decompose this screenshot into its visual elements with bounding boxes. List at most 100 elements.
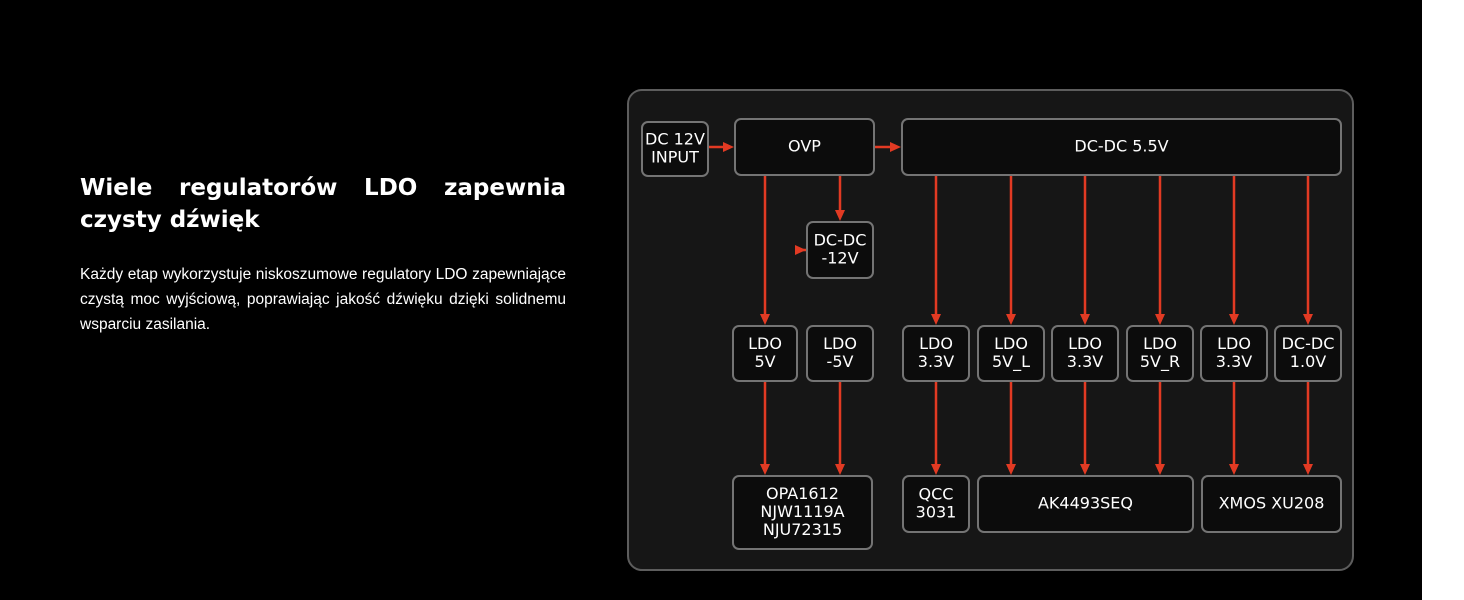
arrow-ovp-to-ldo-5v [760, 175, 770, 325]
arrowhead [1155, 464, 1165, 475]
node-box [641, 121, 709, 177]
node-label: NJW1119A [760, 502, 844, 521]
arrowhead [1303, 314, 1313, 325]
arrow-dcdc-5v5-to-ldo-3v3-c [1229, 175, 1239, 325]
node-label: 3.3V [1067, 352, 1103, 371]
arrow-ldo-3v3-a-to-qcc3031 [931, 381, 941, 475]
node-box [806, 221, 874, 279]
node-label: DC-DC [814, 231, 867, 250]
node-box [902, 325, 970, 382]
arrow-ldo-5v-to-opamps [760, 381, 770, 475]
arrow-dcdc-5v5-to-ldo-3v3-b [1080, 175, 1090, 325]
arrowhead [890, 142, 901, 152]
node-label: 5V_L [992, 352, 1030, 372]
node-label: INPUT [651, 148, 699, 167]
arrow-ldo-3v3-c-to-xmos-xu208 [1229, 381, 1239, 475]
node-box [1201, 475, 1342, 533]
node-box [1200, 325, 1268, 382]
node-label: DC 12V [645, 130, 705, 149]
arrowhead [931, 464, 941, 475]
node-label: LDO [1068, 334, 1102, 353]
node-label: QCC [919, 485, 954, 504]
node-label: OVP [788, 137, 821, 156]
arrow-dcdc-5v5-to-ldo-5v-r [1155, 175, 1165, 325]
arrow-ldo-neg5v-to-opamps [835, 381, 845, 475]
arrow-ovp-to-dcdc-neg12v [835, 175, 845, 221]
arrowhead [1155, 314, 1165, 325]
node-box [806, 325, 874, 382]
arrowhead [835, 464, 845, 475]
arrow-ldo-3v3-b-to-ak4493seq [1080, 381, 1090, 475]
node-label: DC-DC [1282, 334, 1335, 353]
arrow-dc-input-to-ovp [708, 142, 734, 152]
node-dcdc-1v0: DC-DC1.0V [1274, 325, 1342, 382]
node-ovp: OVP [734, 118, 875, 176]
arrowhead [1229, 464, 1239, 475]
arrowhead [1080, 464, 1090, 475]
node-label: -12V [821, 249, 858, 268]
node-label: OPA1612 [766, 484, 839, 503]
node-label: LDO [823, 334, 857, 353]
node-box [977, 325, 1045, 382]
page-background: Wiele regulatorów LDO zapewnia czysty dź… [0, 0, 1422, 600]
node-box [732, 475, 873, 550]
arrowhead [760, 314, 770, 325]
arrow-dcdc-1v0-to-xmos-xu208 [1303, 381, 1313, 475]
node-box [977, 475, 1194, 533]
section-heading: Wiele regulatorów LDO zapewnia czysty dź… [80, 175, 566, 233]
node-ldo-neg5v: LDO-5V [806, 325, 874, 382]
arrow-ldo-5v-r-to-ak4493seq [1155, 381, 1165, 475]
node-dcdc-5v5: DC-DC 5.5V [901, 118, 1342, 176]
arrowhead [760, 464, 770, 475]
node-label: 5V_R [1140, 352, 1180, 372]
arrowhead [1229, 314, 1239, 325]
node-box [902, 475, 970, 533]
node-box [1051, 325, 1119, 382]
node-label: NJU72315 [763, 520, 842, 539]
arrow-ovp-to-dcdc-5v5 [874, 142, 901, 152]
section-description: Każdy etap wykorzystuje niskoszumowe reg… [80, 266, 566, 333]
node-label: AK4493SEQ [1038, 494, 1133, 513]
arrowhead [795, 245, 806, 255]
node-xmos-xu208: XMOS XU208 [1201, 475, 1342, 533]
arrowhead [1303, 464, 1313, 475]
node-label: LDO [994, 334, 1028, 353]
node-box [901, 118, 1342, 176]
arrowhead [1006, 464, 1016, 475]
node-label: 3031 [916, 503, 957, 522]
node-label: DC-DC 5.5V [1074, 137, 1168, 156]
arrow-dcdc-5v5-to-dcdc-1v0 [1303, 175, 1313, 325]
arrowhead [1006, 314, 1016, 325]
arrowhead [835, 210, 845, 221]
node-label: LDO [919, 334, 953, 353]
node-box [734, 118, 875, 176]
arrow-dcdc-5v5-to-ldo-5v-l [1006, 175, 1016, 325]
node-label: -5V [827, 352, 854, 371]
node-label: LDO [1217, 334, 1251, 353]
node-dcdc-neg12v: DC-DC-12V [806, 221, 874, 279]
node-ak4493seq: AK4493SEQ [977, 475, 1194, 533]
node-label: 3.3V [918, 352, 954, 371]
arrow-dcdc-5v5-to-ldo-3v3-a [931, 175, 941, 325]
arrowhead [1080, 314, 1090, 325]
arrowhead [931, 314, 941, 325]
arrowhead [723, 142, 734, 152]
node-label: LDO [748, 334, 782, 353]
node-label: XMOS XU208 [1219, 494, 1325, 513]
node-box [1274, 325, 1342, 382]
node-label: 1.0V [1290, 352, 1326, 371]
node-label: LDO [1143, 334, 1177, 353]
node-box [1126, 325, 1194, 382]
node-box [732, 325, 798, 382]
arrow-ldo-5v-l-to-ak4493seq [1006, 381, 1016, 475]
node-label: 5V [754, 352, 775, 371]
